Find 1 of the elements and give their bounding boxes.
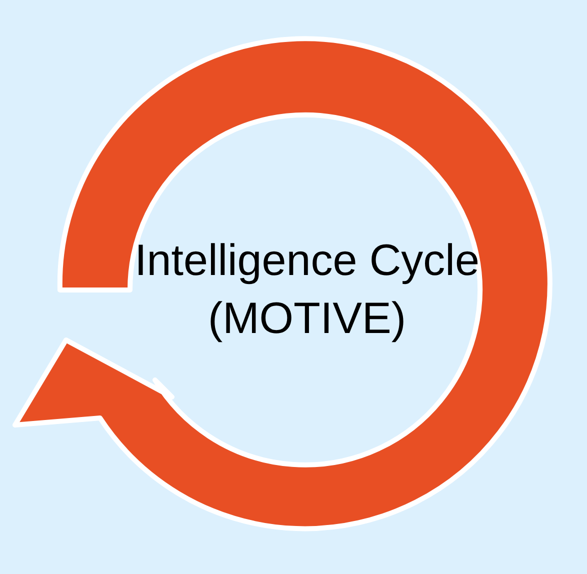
title-text: Intelligence Cycle (MOTIVE) bbox=[134, 235, 480, 345]
